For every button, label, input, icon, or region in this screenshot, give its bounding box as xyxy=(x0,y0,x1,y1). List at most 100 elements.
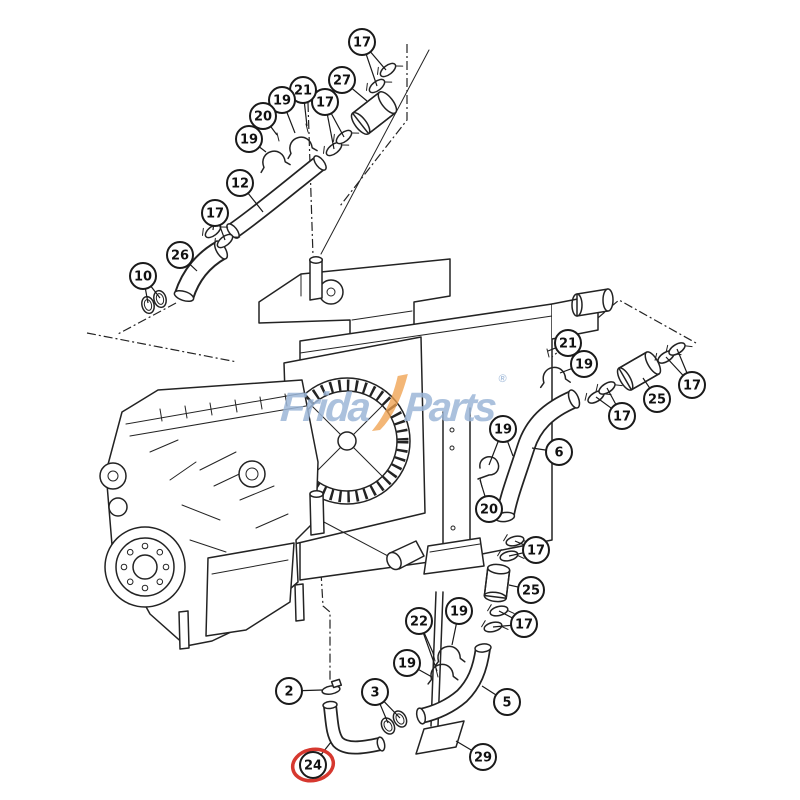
callout-bubble xyxy=(517,576,545,604)
callout-22: 22 xyxy=(405,607,438,672)
tube-25 xyxy=(616,351,662,391)
callout-bubble xyxy=(275,677,303,705)
callout-leader xyxy=(492,624,512,628)
callout-number: 21 xyxy=(294,84,312,99)
engine-leg xyxy=(294,583,305,622)
callout-number: 19 xyxy=(240,133,258,148)
callout-bubble xyxy=(393,649,421,677)
callout-leader xyxy=(383,700,401,719)
callout-leader xyxy=(301,689,323,692)
callout-bubble xyxy=(570,350,598,378)
callout-bubble xyxy=(445,597,473,625)
callout-leader xyxy=(606,387,617,405)
watermark: Frida Parts ® xyxy=(279,371,507,431)
engine xyxy=(99,379,325,650)
clip-bolt xyxy=(546,348,550,358)
callout-bubble xyxy=(554,329,582,357)
callout-leader xyxy=(676,348,688,374)
callout-number: 5 xyxy=(502,696,511,711)
callout-3: 3 xyxy=(361,678,401,724)
callout-leader xyxy=(320,741,332,756)
callout-6: 6 xyxy=(531,438,573,466)
clamp-2 xyxy=(321,678,343,695)
callout-number: 6 xyxy=(554,446,563,461)
callout-5: 5 xyxy=(481,685,521,716)
callout-bubble xyxy=(361,678,389,706)
callout-leader xyxy=(270,126,278,136)
callout-leader xyxy=(595,396,612,409)
engine-detail-hatch xyxy=(149,439,289,553)
radiator-clip xyxy=(477,456,500,480)
callout-number: 2 xyxy=(284,685,293,700)
callout-number: 29 xyxy=(474,751,492,766)
centerline-left-a xyxy=(117,302,177,335)
callout-leader xyxy=(514,540,525,546)
callout-number: 17 xyxy=(353,36,371,51)
callout-27: 27 xyxy=(328,66,368,102)
callout-leader xyxy=(488,440,499,466)
callout-leader xyxy=(506,440,514,457)
watermark-swoosh-icon xyxy=(371,374,408,431)
callout-leader xyxy=(531,447,547,451)
callout-leader xyxy=(351,87,368,102)
callout-26: 26 xyxy=(166,241,198,272)
callout-leader xyxy=(642,377,651,389)
callout-17: 17 xyxy=(348,28,387,87)
right-hose-chain xyxy=(477,334,693,523)
callout-20: 20 xyxy=(249,102,278,136)
callout-leader xyxy=(451,623,457,646)
callout-number: 22 xyxy=(410,615,428,630)
callout-number: 17 xyxy=(527,544,545,559)
callout-bubble xyxy=(493,688,521,716)
tube-27 xyxy=(350,90,398,136)
callout-leader xyxy=(247,192,264,213)
callout-number: 25 xyxy=(648,393,666,408)
callout-bubble xyxy=(469,743,497,771)
callout-bubble xyxy=(510,610,538,638)
callout-number: 19 xyxy=(450,605,468,620)
callout-leader xyxy=(218,224,226,241)
callout-leader xyxy=(150,285,161,299)
callout-number: 19 xyxy=(494,423,512,438)
callout-bubble xyxy=(166,241,194,269)
callout-19: 19 xyxy=(445,597,473,646)
callout-number: 25 xyxy=(522,584,540,599)
callout-bubble xyxy=(226,169,254,197)
turbo-housing xyxy=(238,460,266,488)
callout-17: 17 xyxy=(595,387,636,430)
callout-leader xyxy=(508,552,524,557)
callout-bubble xyxy=(129,262,157,290)
callout-number: 17 xyxy=(613,410,631,425)
callout-number: 17 xyxy=(683,379,701,394)
callout-bubble xyxy=(235,125,263,153)
callout-bubble xyxy=(328,66,356,94)
bottom-hose-group xyxy=(321,678,411,755)
callout-2: 2 xyxy=(275,677,323,705)
callout-bubble xyxy=(489,415,517,443)
callout-bubble xyxy=(643,385,671,413)
radiator-side-frame xyxy=(442,407,471,561)
callout-12: 12 xyxy=(226,169,264,213)
callout-21: 21 xyxy=(547,329,582,357)
centerline-top-right xyxy=(339,44,408,207)
callout-25: 25 xyxy=(642,377,671,413)
engine-injector-ticks xyxy=(159,393,288,422)
callout-leader xyxy=(258,146,267,153)
callout-leader xyxy=(422,632,438,672)
callout-leader xyxy=(455,740,473,751)
lower-hose-chain xyxy=(415,529,531,755)
callout-17: 17 xyxy=(201,199,229,241)
callout-leader xyxy=(303,102,308,127)
callout-leader xyxy=(144,288,149,304)
callout-17: 17 xyxy=(665,348,706,399)
front-pulley xyxy=(99,462,127,490)
callout-number: 20 xyxy=(480,503,498,518)
callout-bubble xyxy=(268,86,296,114)
callout-17: 17 xyxy=(492,610,538,638)
callout-number: 3 xyxy=(370,686,379,701)
fan-guard-band xyxy=(285,379,409,503)
callout-leader xyxy=(423,632,435,656)
intake-hose-chain xyxy=(139,54,404,316)
